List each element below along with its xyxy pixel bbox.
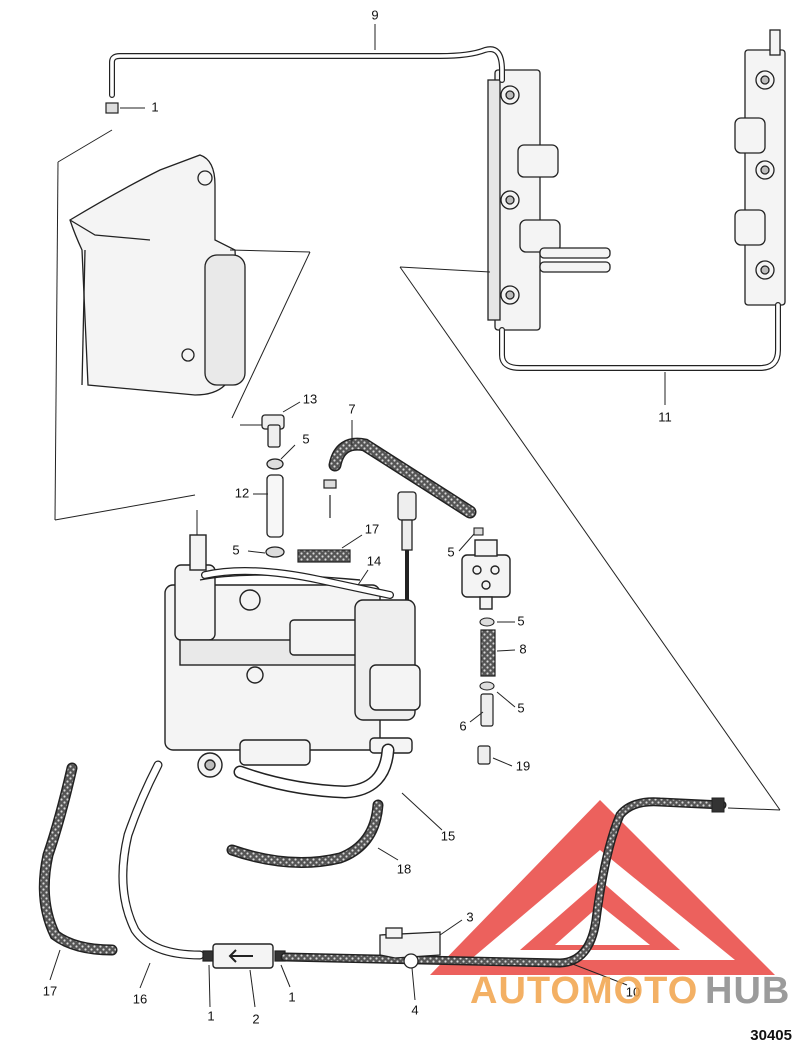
diagram-reference-number: 30405 (750, 1027, 792, 1044)
svg-text:AUTOMOTO: AUTOMOTO (470, 970, 698, 1012)
callout-1-right: 1 (288, 989, 295, 1004)
fuel-rail-right (734, 29, 786, 306)
clamp-3 (379, 927, 441, 959)
elbow-fitting-13 (261, 414, 285, 448)
callout-labels: 9 1 13 5 7 12 17 5 14 5 5 8 5 6 19 15 18… (43, 7, 672, 1026)
hose-16 (118, 760, 205, 960)
hose-8 (480, 629, 496, 677)
callout-7: 7 (348, 401, 355, 416)
hose-18 (226, 799, 384, 868)
callout-19: 19 (516, 758, 530, 773)
callout-9: 9 (371, 7, 378, 22)
callout-5-b: 5 (232, 542, 239, 557)
plug-19 (477, 745, 491, 765)
callout-6: 6 (459, 718, 466, 733)
callout-8: 8 (519, 641, 526, 656)
hose-7 (328, 437, 477, 519)
callout-4: 4 (411, 1002, 418, 1017)
clamp-5-b (479, 681, 495, 691)
callout-17-bottom: 17 (43, 983, 57, 998)
grommet-4 (403, 953, 419, 969)
clamp-5-upper (266, 458, 284, 470)
callout-13: 13 (303, 391, 317, 406)
fitting-1-top (105, 102, 119, 114)
callout-5-c: 5 (447, 544, 454, 559)
callout-12: 12 (235, 485, 249, 500)
electrical-connector (397, 491, 417, 600)
callout-11: 11 (658, 409, 672, 424)
callout-10: 10 (626, 984, 640, 999)
callout-3: 3 (466, 909, 473, 924)
fitting-5-pump (473, 527, 484, 536)
callout-18: 18 (397, 861, 411, 876)
mounting-bracket (69, 154, 246, 396)
svg-text:HUB: HUB (705, 970, 790, 1012)
callout-5-a: 5 (302, 431, 309, 446)
callout-5-d: 5 (517, 613, 524, 628)
leader-lines (49, 24, 666, 1008)
clamp-5-lower (265, 546, 285, 558)
hose-10 (280, 797, 727, 968)
fitting-1-left (202, 950, 214, 962)
hose-17-bottom (38, 762, 118, 956)
fitting-6 (480, 693, 494, 727)
watermark-text: AUTOMOTO HUB (470, 970, 790, 1012)
fuel-tube-11 (499, 302, 781, 371)
callout-1-top: 1 (151, 99, 158, 114)
fuel-filter-2 (212, 943, 274, 969)
small-fitting (323, 479, 337, 518)
sleeve-17-mid (297, 549, 351, 563)
callout-16: 16 (133, 991, 147, 1006)
callout-14: 14 (367, 553, 381, 568)
callout-15: 15 (441, 828, 455, 843)
callout-17-mid: 17 (365, 521, 379, 536)
callout-5-e: 5 (517, 700, 524, 715)
fuel-pump (461, 539, 511, 610)
fuel-rail-left (487, 69, 611, 331)
hose-12 (266, 474, 284, 538)
callout-1-left: 1 (207, 1008, 214, 1023)
callout-2: 2 (252, 1011, 259, 1026)
clamp-5-a (479, 617, 495, 627)
